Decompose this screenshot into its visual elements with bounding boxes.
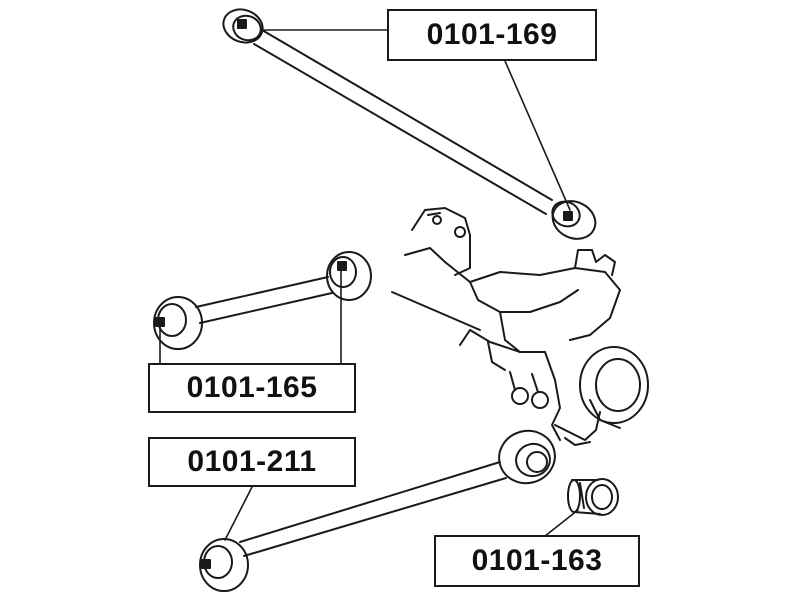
middle-arm-left-bushing — [153, 296, 203, 350]
part-label-0101-211: 0101-211 — [148, 437, 356, 487]
lower-arm-right-eye — [498, 429, 556, 485]
lower-control-arm — [199, 429, 556, 592]
upper-control-arm — [222, 8, 597, 240]
part-label-0101-169: 0101-169 — [387, 9, 597, 61]
bushing-163 — [567, 478, 619, 516]
middle-control-arm — [153, 251, 372, 350]
middle-arm-right-bushing — [326, 251, 372, 301]
leader-lines-165 — [159, 267, 342, 364]
part-label-0101-165: 0101-165 — [148, 363, 356, 413]
upper-arm-bottom-bushing — [551, 200, 597, 240]
part-label-0101-163: 0101-163 — [434, 535, 640, 587]
leader-lines-169 — [261, 29, 571, 211]
lower-arm-left-bushing — [199, 538, 249, 592]
leader-lines-211 — [224, 486, 253, 541]
knuckle-assembly — [391, 207, 649, 446]
upper-arm-top-bushing — [222, 8, 264, 44]
